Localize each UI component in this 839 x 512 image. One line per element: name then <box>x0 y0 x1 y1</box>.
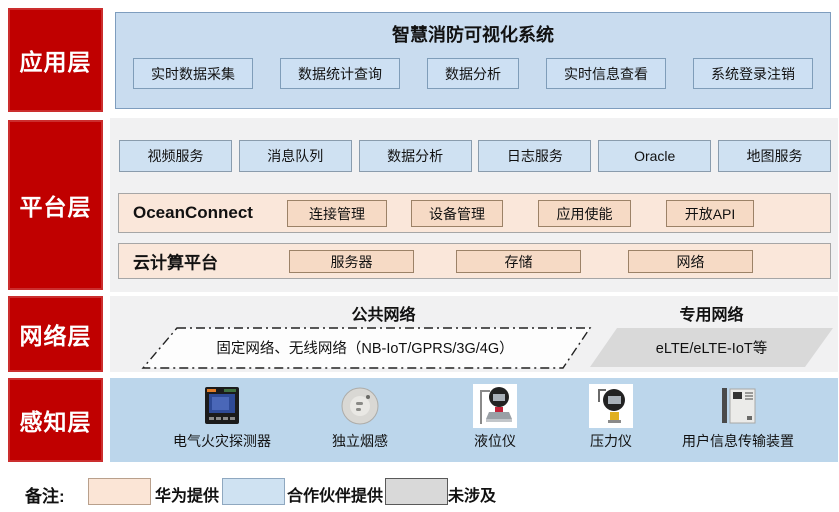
oc-open-api: 开放API <box>666 200 754 227</box>
service-map: 地图服务 <box>717 140 831 172</box>
service-log: 日志服务 <box>478 140 592 172</box>
service-message-queue: 消息队列 <box>238 140 352 172</box>
cloud-platform-band: 云计算平台 服务器 存储 网络 <box>118 243 831 279</box>
device-liquid-level-meter: 液位仪 <box>473 384 517 451</box>
public-network-parallelogram <box>141 327 592 369</box>
device-label: 独立烟感 <box>332 433 388 449</box>
pressure-meter-icon <box>589 384 633 428</box>
legend-label-huawei: 华为提供 <box>155 488 220 505</box>
public-network-item: 固定网络、无线网络（NB-IoT/GPRS/3G/4G） <box>216 341 514 357</box>
legend-swatch-partner <box>222 478 285 505</box>
cloud-platform-title: 云计算平台 <box>133 253 218 273</box>
app-function-realtime-info-view: 实时信息查看 <box>546 58 666 89</box>
app-function-data-analysis: 数据分析 <box>427 58 519 89</box>
application-layer-label: 应用层 <box>8 8 103 112</box>
device-electrical-fire-detector: 电气火灾探测器 <box>173 384 271 451</box>
app-function-data-statistics-query: 数据统计查询 <box>280 58 400 89</box>
app-function-realtime-data-collect: 实时数据采集 <box>133 58 253 89</box>
application-function-row: 实时数据采集 数据统计查询 数据分析 实时信息查看 系统登录注销 <box>116 58 830 89</box>
network-layer-panel: 公共网络 专用网络 固定网络、无线网络（NB-IoT/GPRS/3G/4G） e… <box>110 296 838 372</box>
oc-device-management: 设备管理 <box>411 200 503 227</box>
network-layer-label: 网络层 <box>8 296 103 372</box>
device-label: 液位仪 <box>474 433 516 449</box>
service-oracle: Oracle <box>598 140 712 172</box>
electrical-fire-detector-icon <box>205 387 239 424</box>
device-pressure-meter: 压力仪 <box>589 384 633 451</box>
device-label: 用户信息传输装置 <box>682 433 794 449</box>
public-network-title: 公共网络 <box>351 307 416 324</box>
legend-swatch-huawei <box>88 478 151 505</box>
ocean-connect-title: OceanConnect <box>133 203 253 222</box>
legend-swatch-not-involved <box>385 478 448 505</box>
cloud-network: 网络 <box>628 250 753 273</box>
smoke-detector-icon <box>341 387 379 425</box>
app-function-system-login-logout: 系统登录注销 <box>693 58 813 89</box>
system-title: 智慧消防可视化系统 <box>392 25 554 45</box>
ocean-connect-band: OceanConnect 连接管理 设备管理 应用使能 开放API <box>118 193 831 233</box>
private-network-item: eLTE/eLTE-IoT等 <box>655 341 768 357</box>
legend-label-partner: 合作伙伴提供 <box>287 488 384 505</box>
device-standalone-smoke-detector: 独立烟感 <box>332 384 388 451</box>
network-shapes <box>141 327 833 369</box>
application-layer-panel: 智慧消防可视化系统 实时数据采集 数据统计查询 数据分析 实时信息查看 系统登录… <box>115 12 831 109</box>
cloud-storage: 存储 <box>456 250 581 273</box>
platform-layer-panel: 视频服务 消息队列 数据分析 日志服务 Oracle 地图服务 OceanCon… <box>110 118 838 292</box>
service-video: 视频服务 <box>119 140 232 172</box>
service-data-analysis: 数据分析 <box>358 140 472 172</box>
perception-layer-label: 感知层 <box>8 378 103 462</box>
cloud-server: 服务器 <box>289 250 414 273</box>
device-label: 压力仪 <box>590 433 632 449</box>
device-label: 电气火灾探测器 <box>173 433 271 449</box>
oc-application-enablement: 应用使能 <box>538 200 631 227</box>
user-info-transmission-device-icon <box>722 388 756 424</box>
liquid-level-meter-icon <box>473 384 517 428</box>
private-network-parallelogram <box>590 328 833 367</box>
platform-layer-label: 平台层 <box>8 120 103 290</box>
legend-title: 备注: <box>25 487 65 506</box>
platform-services-row: 视频服务 消息队列 数据分析 日志服务 Oracle 地图服务 <box>119 140 831 172</box>
oc-connection-management: 连接管理 <box>287 200 387 227</box>
perception-layer-panel: 电气火灾探测器 独立烟感 液位仪 <box>110 378 838 462</box>
legend-label-not-involved: 未涉及 <box>448 488 497 505</box>
device-user-info-transmission: 用户信息传输装置 <box>682 384 794 451</box>
private-network-title: 专用网络 <box>679 307 744 324</box>
